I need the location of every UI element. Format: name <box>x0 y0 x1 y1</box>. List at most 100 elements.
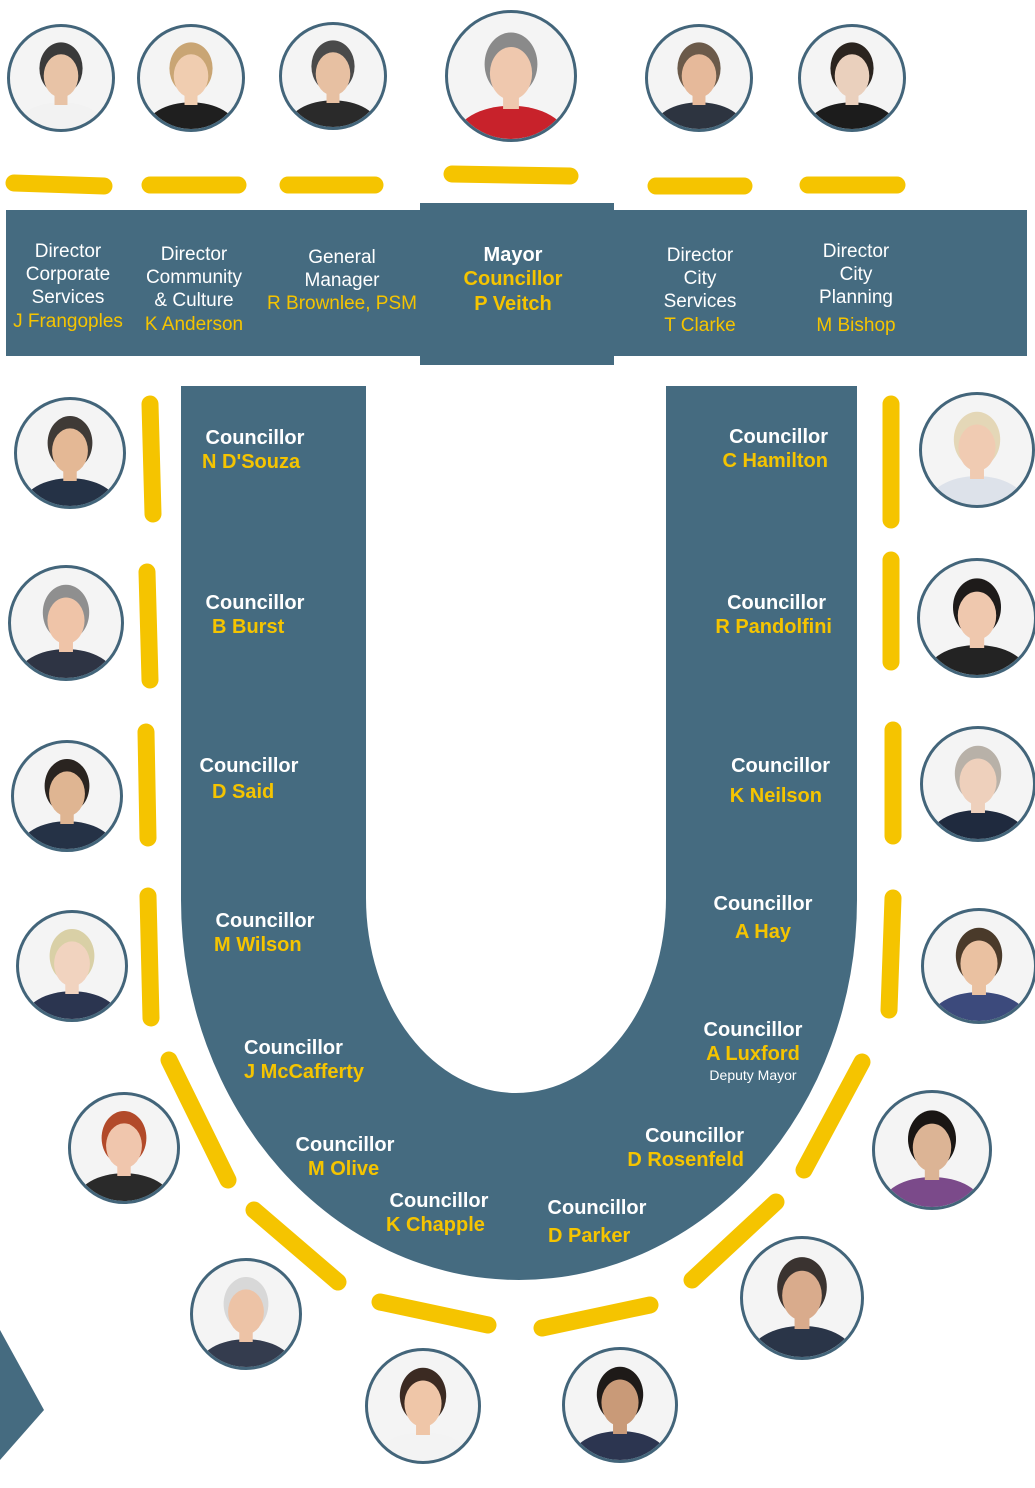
portrait-photo <box>645 24 753 132</box>
role-line: Mayor <box>483 244 543 266</box>
role-line: Director <box>34 241 102 262</box>
seat-marker <box>443 165 579 185</box>
portrait-photo <box>14 397 126 509</box>
seat-marker <box>141 395 162 523</box>
councillor-name: M Wilson <box>214 934 302 957</box>
portrait-photo <box>279 22 387 130</box>
councillor-title: Councillor <box>244 1037 343 1059</box>
seat-marker <box>245 1201 347 1291</box>
staff-name: R Brownlee, PSM <box>267 293 417 315</box>
staff-name: T Clarke <box>664 314 736 336</box>
councillor-name: N D'Souza <box>202 451 301 474</box>
councillor-label-right-7: Councillor D Parker <box>538 1196 656 1249</box>
role-line: Planning <box>819 287 893 309</box>
seat-marker <box>139 887 160 1027</box>
councillor-label-left-5: Councillor J McCafferty <box>240 1036 380 1085</box>
role-line: Community <box>145 267 243 289</box>
councillor-title: Councillor <box>731 755 830 777</box>
councillor-name: A Hay <box>735 921 791 944</box>
seat-marker <box>795 1053 871 1179</box>
portrait-photo <box>11 740 123 852</box>
portrait-photo <box>921 908 1035 1024</box>
portraits <box>7 10 1035 1464</box>
role-line: & Culture <box>154 290 234 312</box>
u-shaped-table <box>181 386 857 1280</box>
staff-label-general-manager: General Manager R Brownlee, PSM <box>256 246 428 316</box>
councillor-title: Councillor <box>295 1134 395 1156</box>
role-line: Director <box>666 245 734 266</box>
councillor-name: R Pandolfini <box>715 616 832 639</box>
role-line: General <box>308 247 376 268</box>
role-line: Director <box>160 244 228 265</box>
portrait-photo <box>16 910 128 1022</box>
councillor-name: A Luxford <box>706 1043 800 1066</box>
councillor-title: Councillor <box>713 893 813 915</box>
councillor-name: D Parker <box>548 1225 631 1248</box>
portrait-photo <box>8 565 124 681</box>
staff-label-city-planning: Director City Planning M Bishop <box>796 240 916 337</box>
councillor-name: J McCafferty <box>244 1061 365 1084</box>
staff-label-corporate-services: Director Corporate Services J Frangoples <box>8 240 128 333</box>
portrait-photo <box>872 1090 992 1210</box>
portrait-photo <box>7 24 115 132</box>
seat-marker <box>138 563 159 689</box>
councillor-title: Councillor <box>389 1190 489 1212</box>
councillor-label-right-4: Councillor A Hay <box>704 892 822 945</box>
role-line: Councillor <box>463 268 563 291</box>
portrait-photo <box>917 558 1035 678</box>
councillor-label-left-1: Councillor N D'Souza <box>196 426 314 475</box>
councillor-name: M Olive <box>308 1158 380 1181</box>
councillor-label-right-3: Councillor K Neilson <box>716 754 842 809</box>
seat-marker <box>533 1296 659 1337</box>
councillor-name: B Burst <box>212 616 285 639</box>
portrait-photo <box>740 1236 864 1360</box>
councillor-label-left-4: Councillor M Wilson <box>206 909 324 958</box>
councillor-label-right-5: Councillor A Luxford Deputy Mayor <box>694 1018 812 1084</box>
portrait-photo <box>562 1347 678 1463</box>
staff-label-community-culture: Director Community & Culture K Anderson <box>135 243 253 336</box>
councillor-title: Councillor <box>205 427 305 449</box>
councillor-title: Councillor <box>729 426 828 448</box>
councillor-name: D Rosenfeld <box>627 1149 744 1172</box>
left-arrow-icon <box>0 1330 44 1460</box>
role-line: City <box>839 264 873 286</box>
role-line: Manager <box>304 270 380 292</box>
councillor-title: Councillor <box>645 1125 744 1147</box>
councillor-title: Councillor <box>703 1019 803 1041</box>
councillor-label-right-1: Councillor C Hamilton <box>710 425 840 474</box>
seat-marker <box>137 723 157 847</box>
councillor-label-left-3: Councillor D Said <box>190 754 308 805</box>
deputy-mayor-note: Deputy Mayor <box>709 1066 797 1083</box>
portrait-photo <box>365 1348 481 1464</box>
seat-marker <box>683 1193 785 1289</box>
councillor-name: K Chapple <box>386 1214 485 1237</box>
role-line: Director <box>822 241 890 262</box>
portrait-photo <box>68 1092 180 1204</box>
staff-name: J Frangoples <box>13 310 123 332</box>
seat-marker <box>5 174 113 195</box>
councillor-title: Councillor <box>205 592 305 614</box>
councillor-title: Councillor <box>215 910 315 932</box>
seat-marker <box>371 1293 497 1334</box>
councillor-label-left-2: Councillor B Burst <box>196 591 314 640</box>
role-line: City <box>683 268 717 290</box>
councillor-name: D Said <box>212 781 275 804</box>
portrait-photo <box>920 726 1035 842</box>
councillor-title: Councillor <box>727 592 826 614</box>
seat-markers <box>5 165 906 1337</box>
role-line: Services <box>663 291 737 313</box>
portrait-photo <box>137 24 245 132</box>
mayor-label: Mayor Councillor P Veitch <box>440 243 586 316</box>
councillor-title: Councillor <box>199 755 299 777</box>
seat-marker <box>880 889 902 1019</box>
mayor-name: P Veitch <box>474 292 552 315</box>
councillor-label-left-6: Councillor M Olive <box>286 1133 404 1182</box>
portrait-photo <box>919 392 1035 508</box>
staff-name: K Anderson <box>144 313 244 335</box>
councillor-name: C Hamilton <box>722 450 828 473</box>
portrait-photo <box>190 1258 302 1370</box>
staff-label-city-services: Director City Services T Clarke <box>640 244 760 337</box>
councillor-label-right-2: Councillor R Pandolfini <box>700 591 840 640</box>
